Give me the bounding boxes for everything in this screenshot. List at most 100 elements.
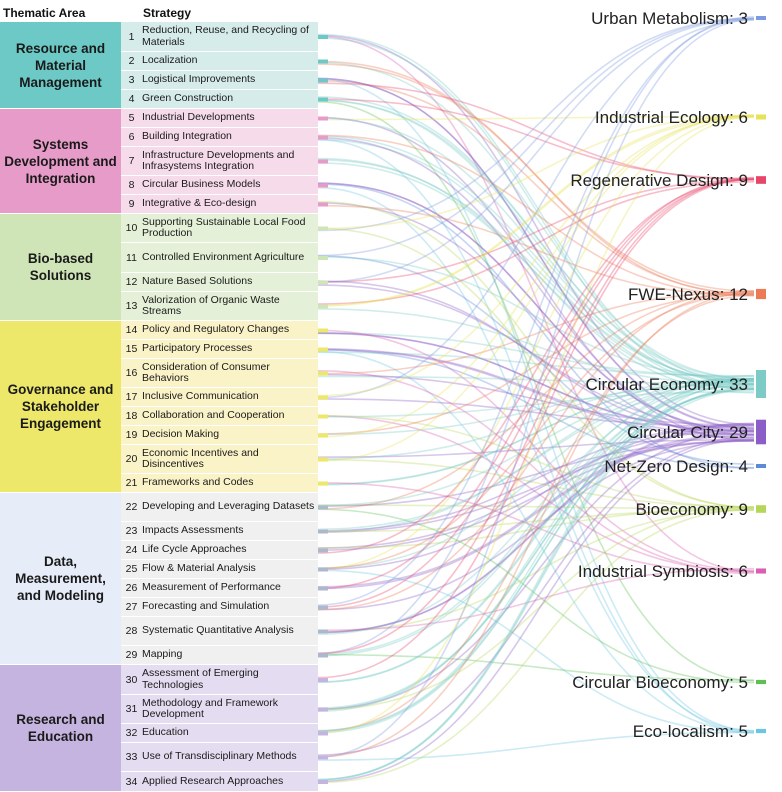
flow-link [317, 434, 755, 590]
flow-link [317, 379, 755, 732]
flow-link [317, 61, 755, 380]
flow-link [317, 653, 755, 681]
strategy-label: Assessment of Emerging Technologies [142, 667, 259, 691]
strategy-number: 12 [125, 276, 138, 288]
flow-link [317, 157, 755, 394]
flow-link [317, 384, 755, 531]
flow-link [317, 182, 755, 433]
flow-link [317, 385, 755, 781]
flow-link [317, 18, 755, 758]
strategy-number: 3 [128, 74, 135, 86]
strategy-number: 7 [128, 155, 135, 167]
flow-link [317, 115, 755, 397]
flow-link [317, 115, 755, 230]
target-node [756, 505, 766, 513]
flow-link [317, 202, 755, 440]
source-node [318, 586, 328, 591]
flow-link [317, 370, 755, 573]
strategy-number: 34 [125, 775, 138, 788]
flow-link [317, 290, 755, 611]
strategy-number: 2 [128, 55, 135, 67]
flow-link [317, 96, 755, 382]
strategy-label: Infrastructure Developments and Infrasys… [142, 148, 295, 172]
flow-link [317, 508, 755, 784]
strategy-number: 18 [125, 410, 138, 422]
source-node [318, 481, 328, 486]
strategy-row: 18 Collaboration and Cooperation [121, 407, 318, 426]
flow-link [317, 60, 755, 296]
flow-link [317, 506, 755, 711]
target-node [756, 288, 766, 300]
strategy-label: Systematic Quantitative Analysis [142, 624, 294, 637]
strategy-number: 9 [128, 198, 135, 210]
target-label: Urban Metabolism: 3 [591, 9, 748, 28]
source-node [318, 78, 328, 83]
flow-link [317, 424, 755, 634]
strategy-label: Mapping [142, 648, 183, 661]
flow-link [317, 439, 755, 551]
flow-link [317, 567, 755, 632]
flow-link [317, 379, 755, 683]
flow-link [317, 422, 755, 571]
strategy-number: 22 [125, 501, 138, 513]
strategy-label: Collaboration and Cooperation [142, 409, 285, 422]
target-node [756, 464, 766, 468]
flow-link [317, 186, 755, 732]
flow-link [317, 158, 755, 383]
flow-link [317, 35, 755, 573]
strategy-number: 15 [125, 343, 138, 355]
flow-link [317, 17, 755, 257]
flow-link [317, 37, 755, 391]
flow-link [317, 117, 755, 385]
strategy-number: 19 [125, 429, 138, 441]
strategy-label: Integrative & Eco-design [142, 197, 257, 210]
flow-link [317, 178, 755, 608]
flow-link [317, 569, 755, 734]
flow-link [317, 348, 755, 436]
strategy-label: Consideration of Consumer Behaviors [142, 360, 270, 384]
flow-link [317, 379, 755, 507]
source-node [318, 280, 328, 285]
source-node [318, 653, 328, 658]
flow-link [317, 227, 755, 509]
strategy-number: 10 [125, 222, 138, 234]
source-node [318, 433, 328, 438]
flow-link [317, 114, 755, 462]
flow-link [317, 255, 755, 466]
strategy-label: Policy and Regulatory Changes [142, 323, 290, 336]
flow-link [317, 509, 755, 633]
strategy-label: Valorization of Organic Waste Streams [142, 293, 280, 317]
flow-link [317, 428, 755, 549]
source-node [318, 135, 328, 140]
flow-link [317, 18, 755, 284]
flow-link [317, 380, 755, 781]
target-label: FWE-Nexus: 12 [628, 285, 748, 304]
flow-link [317, 432, 755, 588]
source-node [318, 183, 328, 188]
strategy-label: Applied Research Approaches [142, 774, 284, 787]
strategy-number: 6 [128, 131, 135, 143]
source-node [318, 605, 328, 610]
flow-link [317, 82, 755, 181]
source-node [318, 347, 328, 352]
flow-link [317, 290, 755, 510]
flow-link [317, 414, 755, 509]
flow-link [317, 332, 755, 378]
target-label: Eco-localism: 5 [633, 722, 748, 741]
strategy-number: 5 [128, 112, 135, 124]
strategy-number: 31 [125, 703, 138, 715]
strategy-number: 23 [125, 525, 138, 537]
flow-link [317, 293, 755, 570]
flow-link [317, 116, 755, 307]
strategy-row: 3 Logistical Improvements [121, 71, 318, 90]
strategy-label: Logistical Improvements [142, 73, 256, 86]
flow-link [317, 200, 755, 509]
source-node [318, 755, 328, 760]
